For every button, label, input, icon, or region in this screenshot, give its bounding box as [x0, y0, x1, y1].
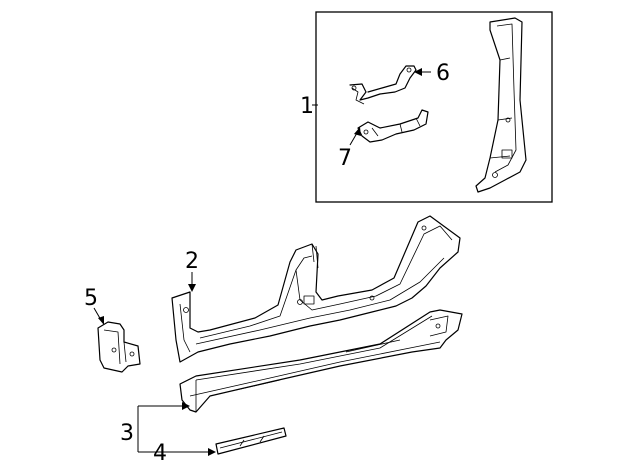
part-3-rocker [179, 309, 463, 413]
arrow-5 [98, 316, 104, 325]
arrow-4 [208, 448, 216, 456]
arrow-3 [182, 402, 190, 410]
arrow-6 [414, 68, 422, 76]
part-5-bracket [97, 321, 141, 373]
callout-4: 4 [153, 441, 167, 466]
arrow-7 [354, 127, 361, 136]
callout-6: 6 [436, 61, 450, 86]
callout-7: 7 [338, 146, 352, 171]
inset-box [315, 11, 553, 203]
part-4-reinforcement [215, 427, 287, 455]
b-pillar-part [475, 17, 527, 193]
part-7-bracket [357, 109, 429, 143]
part-6-bracket [349, 65, 417, 105]
arrow-2 [188, 284, 196, 292]
callout-5: 5 [84, 286, 98, 311]
callout-1: 1 [300, 94, 314, 119]
leader-7 [349, 132, 358, 146]
callout-3: 3 [120, 421, 134, 446]
callout-2: 2 [185, 249, 199, 274]
part-2-side-panel [171, 215, 461, 363]
